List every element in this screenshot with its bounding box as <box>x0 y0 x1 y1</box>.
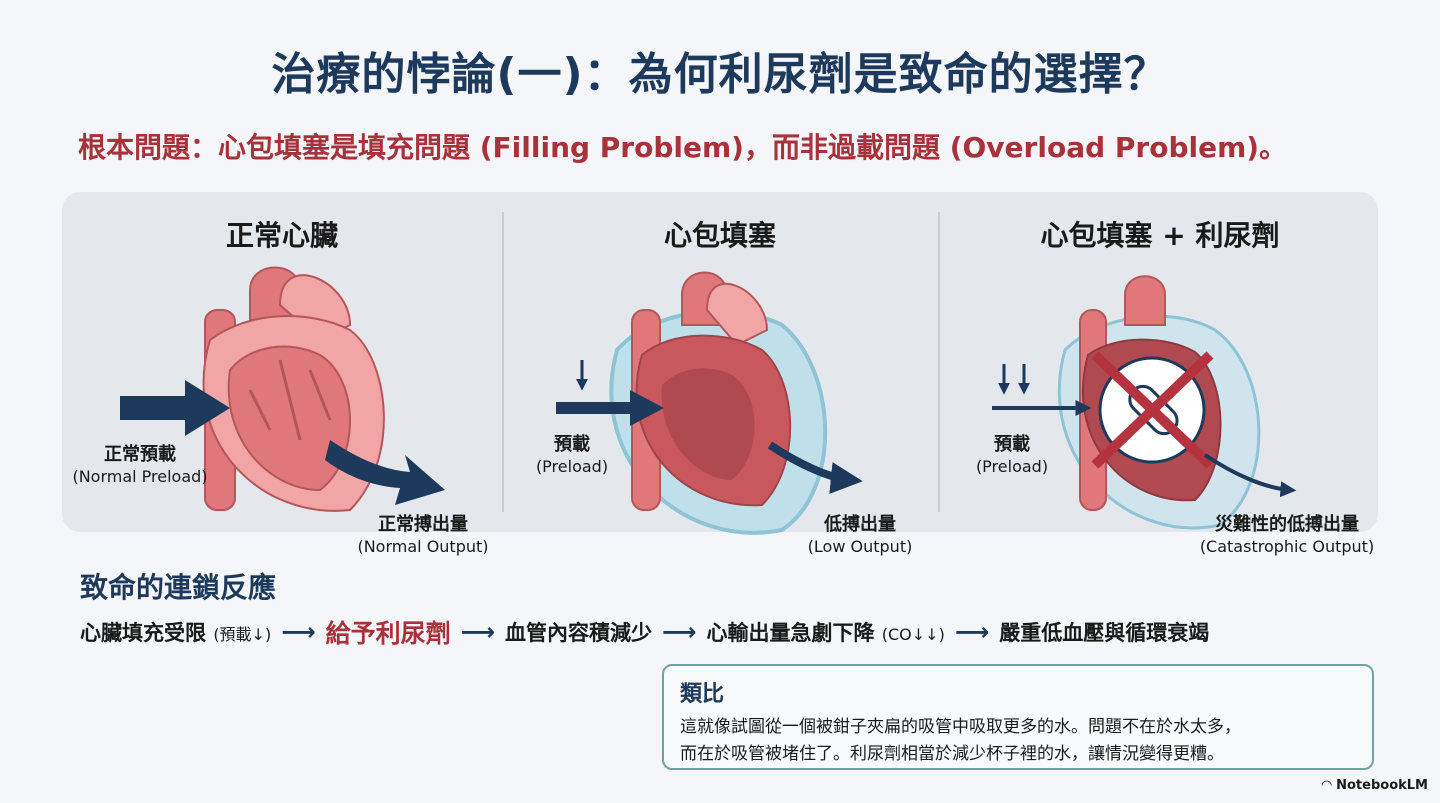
chain-step-5: 嚴重低血壓與循環衰竭 <box>999 621 1210 645</box>
label-diuretic-output: 災難性的低搏出量 (Catastrophic Output) <box>1199 514 1375 556</box>
preload-arrow-normal <box>120 380 230 436</box>
page-title: 治療的悖論(一)：為何利尿劑是致命的選擇？ <box>271 49 1169 100</box>
label-tamponade-preload: 預載 (Preload) <box>535 434 609 476</box>
label-tamponade-output: 低搏出量 (Low Output) <box>807 514 913 556</box>
output-arrow-diuretic <box>1203 453 1297 498</box>
label-normal-output: 正常搏出量 (Normal Output) <box>357 514 489 556</box>
panel-title-tamponade: 心包填塞 <box>663 219 776 252</box>
chain-step-4: 心輸出量急劇下降 (CO↓↓) <box>706 621 945 645</box>
analogy-line-1: 這就像試圖從一個被鉗子夾扁的吸管中吸取更多的水。問題不在於水太多， <box>680 717 1241 737</box>
chain-arrow-icon: ⟶ <box>460 618 496 646</box>
chain-arrow-icon: ⟶ <box>662 618 697 646</box>
panel-divider <box>502 212 504 512</box>
chain-step-1: 心臟填充受限 (預載↓) <box>80 621 272 645</box>
page-subtitle: 根本問題：心包填塞是填充問題 (Filling Problem)，而非過載問題 … <box>78 131 1288 164</box>
output-arrow-normal <box>325 440 445 505</box>
brand-logo: ◠ NotebookLM <box>1321 778 1428 793</box>
panel-title-normal: 正常心臟 <box>225 219 338 252</box>
notebooklm-icon: ◠ <box>1321 778 1337 793</box>
analogy-line-2: 而在於吸管被堵住了。利尿劑相當於減少杯子裡的水，讓情況變得更糟。 <box>680 744 1224 764</box>
chain-title: 致命的連鎖反應 <box>80 571 277 604</box>
output-arrow-tamponade <box>767 441 863 494</box>
preload-arrow-tamponade <box>556 390 664 426</box>
chain-step-3: 血管內容積減少 <box>505 621 653 645</box>
chain-step-2: 給予利尿劑 <box>325 619 451 648</box>
chain-sequence: 心臟填充受限 (預載↓) ⟶ 給予利尿劑 ⟶ 血管內容積減少 ⟶ 心輸出量急劇下… <box>80 612 1400 652</box>
label-diuretic-preload: 預載 (Preload) <box>975 434 1049 476</box>
panel-title-tamponade-diuretic: 心包填塞 + 利尿劑 <box>1040 219 1280 252</box>
chain-arrow-icon: ⟶ <box>954 618 990 646</box>
label-normal-preload: 正常預載 (Normal Preload) <box>72 444 208 486</box>
chain-arrow-icon: ⟶ <box>281 618 316 646</box>
heart-tamponade <box>609 271 828 535</box>
panel-divider <box>938 212 940 512</box>
heart-tamponade-diuretic <box>1058 275 1261 530</box>
analogy-box: 類比 這就像試圖從一個被鉗子夾扁的吸管中吸取更多的水。問題不在於水太多， 而在於… <box>662 664 1374 770</box>
analogy-title: 類比 <box>680 682 725 707</box>
